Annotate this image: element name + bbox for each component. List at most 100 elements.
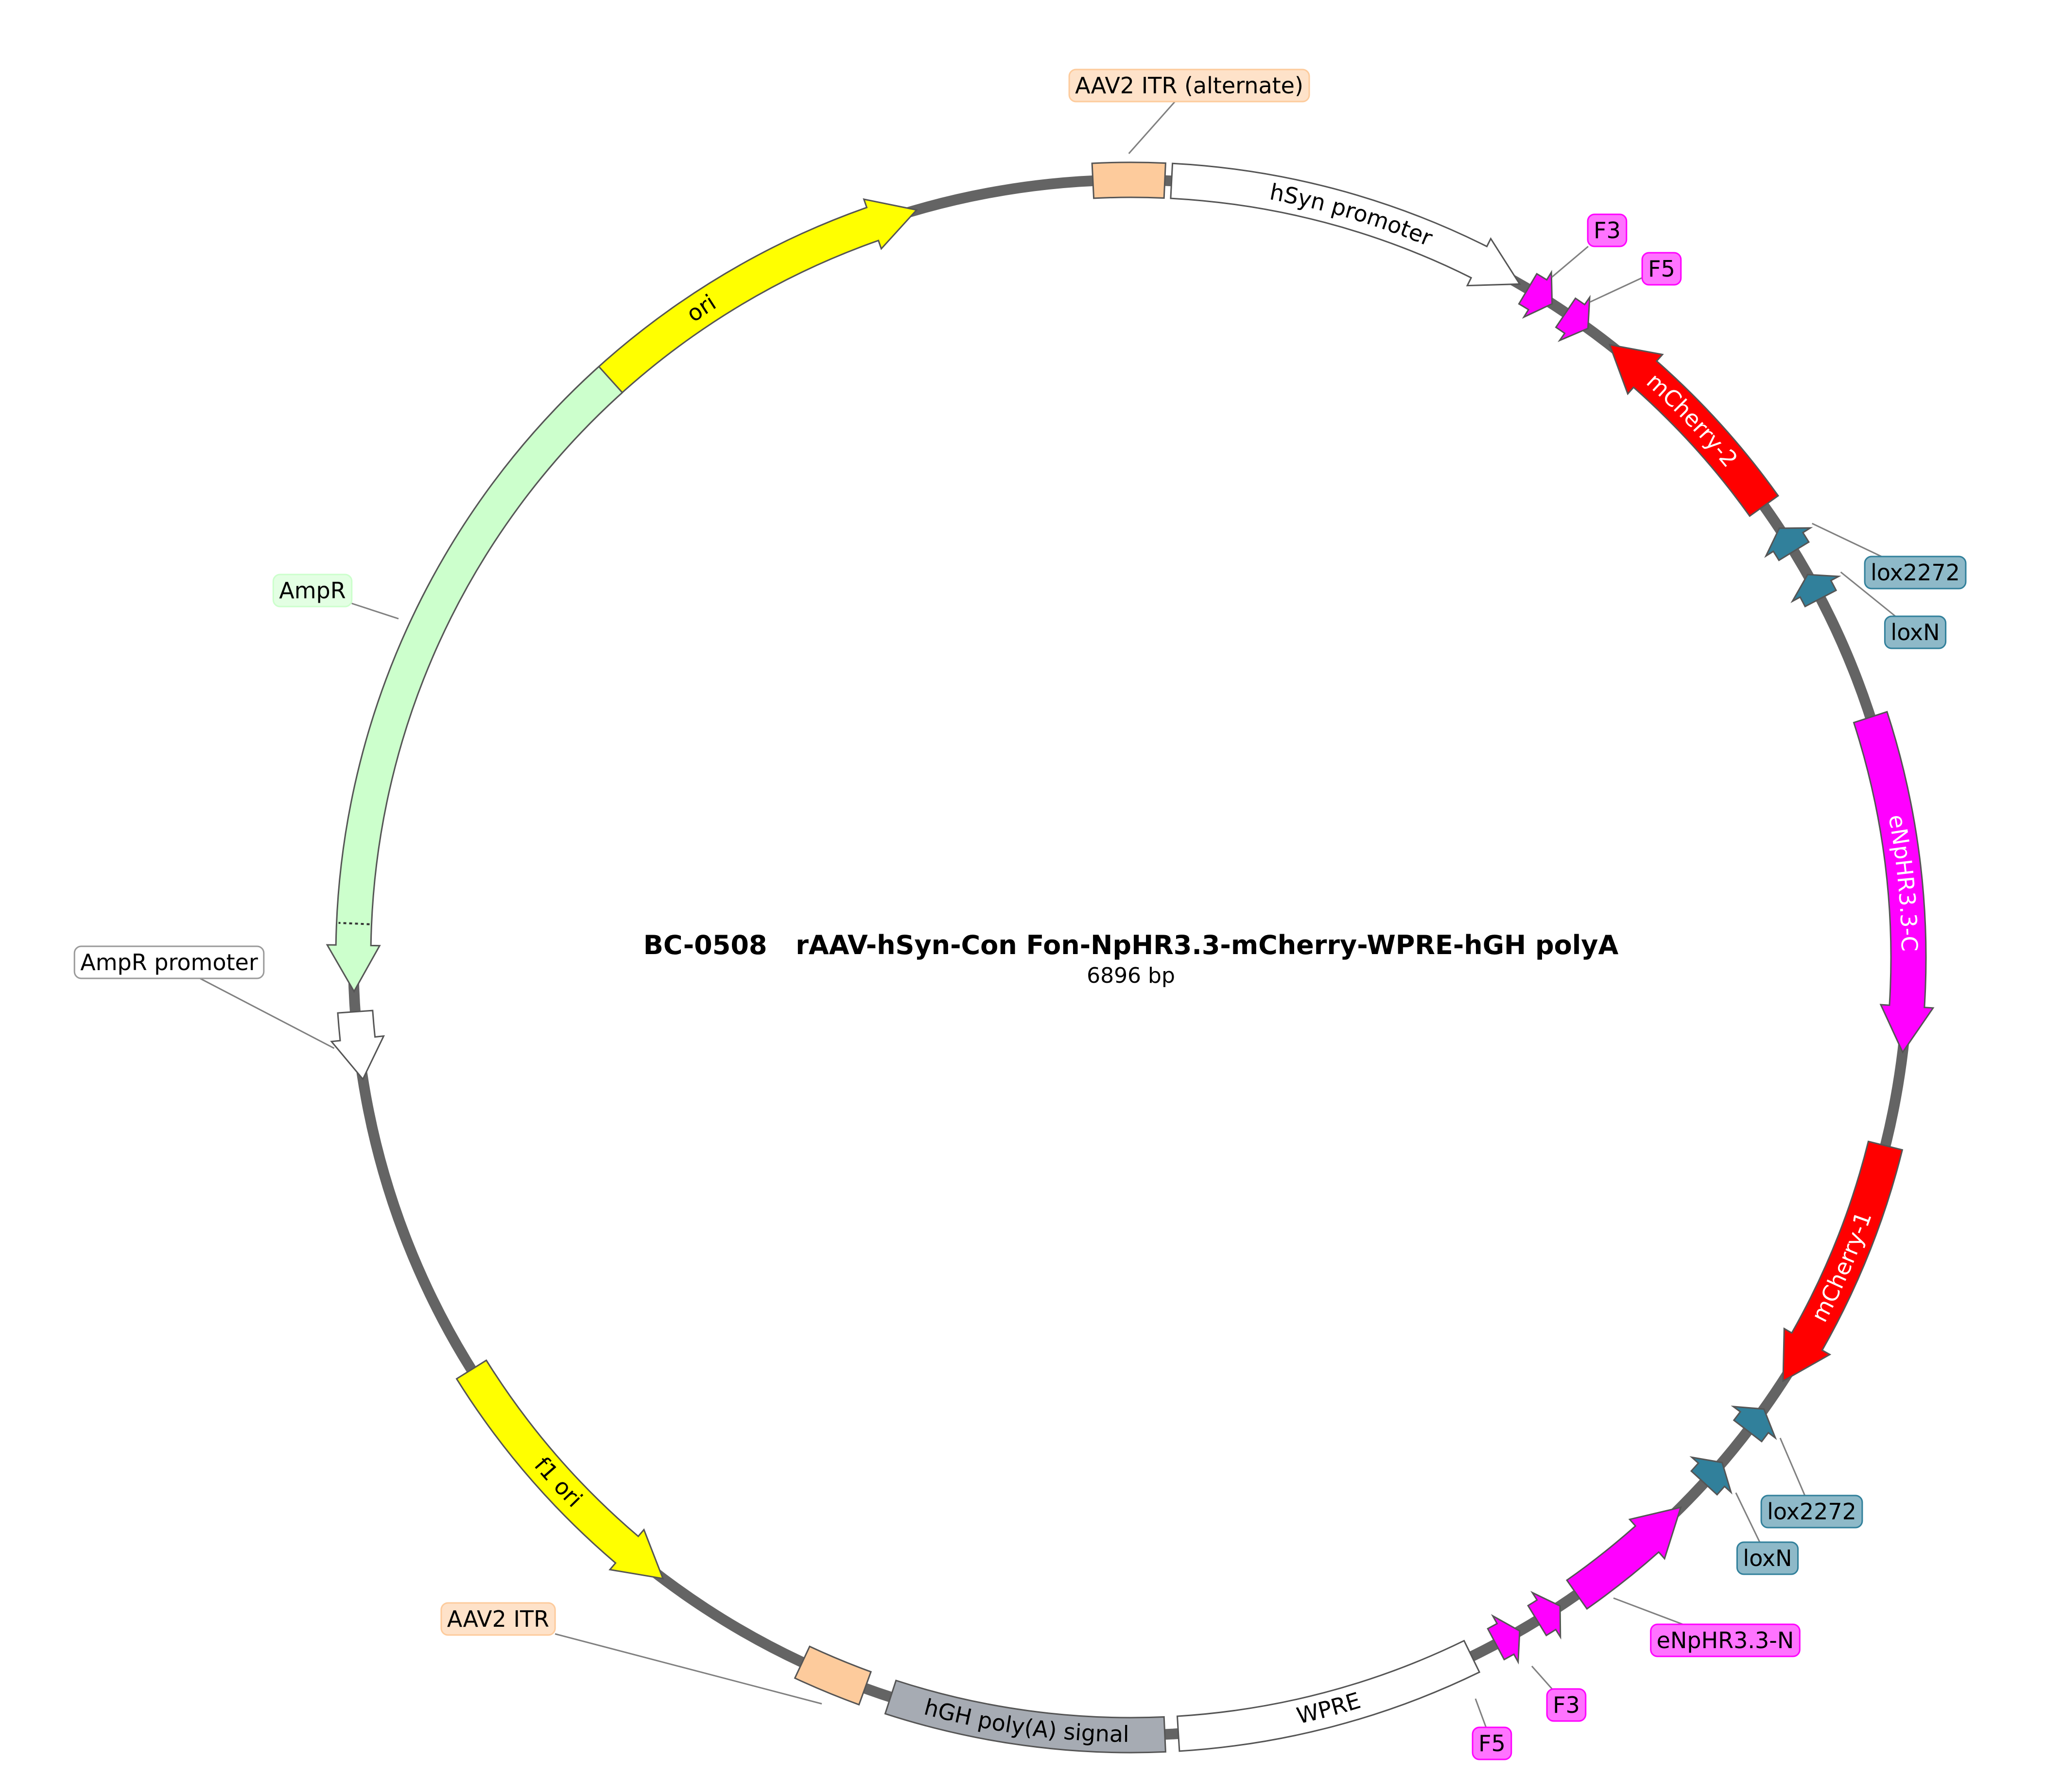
plasmid-title: BC-0508 rAAV-hSyn-Con Fon-NpHR3.3-mCherr… [643,930,1619,960]
feature-arrow-f5-bottom[interactable] [1487,1614,1521,1665]
feature-aav2-itr[interactable] [794,1645,872,1706]
callout-f5-bottom[interactable]: F5 [1472,1698,1512,1760]
callout-text-lox2272-right: lox2272 [1871,559,1960,586]
feature-arrow-mcherry-2[interactable] [1608,344,1779,517]
feature-label-hgh-polya: hGH poly(A) signal [921,1694,1129,1747]
callout-text-loxn-bottom: loxN [1743,1545,1792,1571]
callout-loxn-bottom[interactable]: loxN [1735,1492,1799,1575]
callout-text-f5-bottom: F5 [1478,1730,1506,1757]
plasmid-name: rAAV-hSyn-Con Fon-NpHR3.3-mCherry-WPRE-h… [796,930,1618,960]
callout-line-lox2272-right [1812,522,1882,557]
callout-box-lox2272-right [1864,556,1967,590]
callout-f3-top[interactable]: F3 [1551,213,1628,278]
feature-hgh-polya[interactable]: hGH poly(A) signal [884,1679,1166,1754]
feature-mcherry-2[interactable]: mCherry-2 [1608,344,1779,517]
callout-line-ampr [351,603,399,620]
callout-box-f3-top [1587,213,1628,247]
callout-text-aav2-itr-alternate: AAV2 ITR (alternate) [1075,72,1303,99]
callout-loxn-right[interactable]: loxN [1840,571,1947,649]
feature-arrow-enphr33-c[interactable] [1853,711,1935,1054]
callout-text-loxn-right: loxN [1890,619,1940,645]
feature-loxn-bottom[interactable] [1689,1456,1733,1496]
feature-lox2272-right[interactable] [1764,527,1813,561]
callout-line-f5-top [1589,277,1643,303]
callout-line-loxn-bottom [1735,1492,1761,1543]
callout-text-enphr33-n: eNpHR3.3-N [1657,1627,1794,1653]
feature-arrow-hsyn-promoter[interactable] [1170,162,1521,287]
callout-text-f5-top: F5 [1648,256,1675,282]
plasmid-length: 6896 bp [1087,963,1175,988]
feature-ampr[interactable] [326,365,624,993]
feature-ampr-promoter[interactable] [330,1009,385,1081]
callout-box-loxn-bottom [1736,1541,1799,1575]
callout-aav2-itr[interactable]: AAV2 ITR [440,1602,822,1705]
feature-lox2272-bottom[interactable] [1731,1405,1777,1443]
callout-text-ampr-promoter: AmpR promoter [80,949,258,975]
callout-ampr[interactable]: AmpR [272,574,399,620]
feature-arrow-enphr33-n[interactable] [1566,1506,1682,1610]
callout-box-loxn-right [1884,615,1947,649]
callout-text-f3-bottom: F3 [1553,1692,1580,1718]
feature-arrow-ampr-promoter[interactable] [330,1009,385,1081]
callout-lox2272-right[interactable]: lox2272 [1812,522,1967,590]
feature-arrow-f3-bottom[interactable] [1527,1591,1561,1640]
callout-line-loxn-right [1840,571,1896,617]
callout-box-f5-bottom [1472,1726,1512,1760]
feature-arrow-wpre[interactable] [1176,1639,1481,1752]
callout-box-lox2272-bottom [1760,1495,1863,1529]
callout-line-ampr-promoter [199,977,335,1049]
callout-line-aav2-itr [555,1633,822,1705]
feature-arrow-f1-ori[interactable] [455,1359,664,1580]
feature-mcherry-1[interactable]: mCherry-1 [1782,1140,1904,1383]
feature-hsyn-promoter[interactable]: hSyn promoter [1170,162,1521,287]
feature-arrow-lox2272-right[interactable] [1764,527,1813,561]
callout-box-ampr-promoter [73,945,265,979]
callout-box-ampr [272,574,353,608]
feature-f3-top[interactable] [1518,270,1553,319]
feature-arrow-aav2-itr[interactable] [794,1645,872,1706]
feature-loxn-right[interactable] [1790,574,1841,608]
callout-lox2272-bottom[interactable]: lox2272 [1760,1438,1863,1529]
feature-arrow-hgh-polya[interactable] [884,1679,1166,1754]
feature-arrow-f5-top[interactable] [1555,295,1591,342]
feature-arrow-ampr[interactable] [326,365,624,993]
feature-arrow-aav2-itr-alternate[interactable] [1091,161,1166,199]
callout-text-ampr: AmpR [279,577,346,604]
callout-box-enphr33-n [1650,1623,1801,1657]
callout-f3-bottom[interactable]: F3 [1531,1666,1587,1722]
title-gap [786,930,796,960]
feature-f3-bottom[interactable] [1527,1591,1561,1640]
callout-line-enphr33-n [1613,1597,1683,1625]
feature-arrow-loxn-bottom[interactable] [1689,1456,1733,1496]
callout-text-aav2-itr: AAV2 ITR [447,1606,549,1632]
callout-f5-top[interactable]: F5 [1589,252,1682,303]
callout-line-lox2272-bottom [1779,1438,1806,1496]
feature-arrow-loxn-right[interactable] [1790,574,1841,608]
feature-enphr33-n[interactable] [1566,1506,1682,1610]
plasmid-id: BC-0508 [643,930,767,960]
feature-arrow-lox2272-bottom[interactable] [1731,1405,1777,1443]
callout-line-f3-top [1551,245,1589,278]
feature-f1-ori[interactable]: f1 ori [455,1359,664,1580]
callout-box-f5-top [1641,252,1682,286]
callout-ampr-promoter[interactable]: AmpR promoter [73,945,335,1049]
callout-line-f3-bottom [1531,1666,1553,1689]
callout-line-f5-bottom [1474,1698,1487,1728]
feature-enphr33-c[interactable]: eNpHR3.3-C [1853,711,1935,1054]
feature-wpre[interactable]: WPRE [1176,1639,1481,1752]
callout-line-aav2-itr-alternate [1128,101,1176,154]
callout-box-f3-bottom [1546,1688,1587,1722]
labels-layer: AAV2 ITR (alternate)F3F5lox2272loxNlox22… [73,69,1967,1760]
feature-f5-bottom[interactable] [1487,1614,1521,1665]
feature-label-mcherry-2: mCherry-2 [1642,368,1743,472]
ampr-split-marker [338,922,370,925]
feature-arrow-mcherry-1[interactable] [1782,1140,1904,1383]
callout-text-lox2272-bottom: lox2272 [1767,1498,1856,1525]
feature-aav2-itr-alternate[interactable] [1091,161,1166,199]
callout-box-aav2-itr [440,1602,556,1636]
callout-enphr33-n[interactable]: eNpHR3.3-N [1613,1597,1801,1657]
callout-aav2-itr-alternate[interactable]: AAV2 ITR (alternate) [1068,69,1310,154]
feature-f5-top[interactable] [1555,295,1591,342]
feature-arrow-f3-top[interactable] [1518,270,1553,319]
